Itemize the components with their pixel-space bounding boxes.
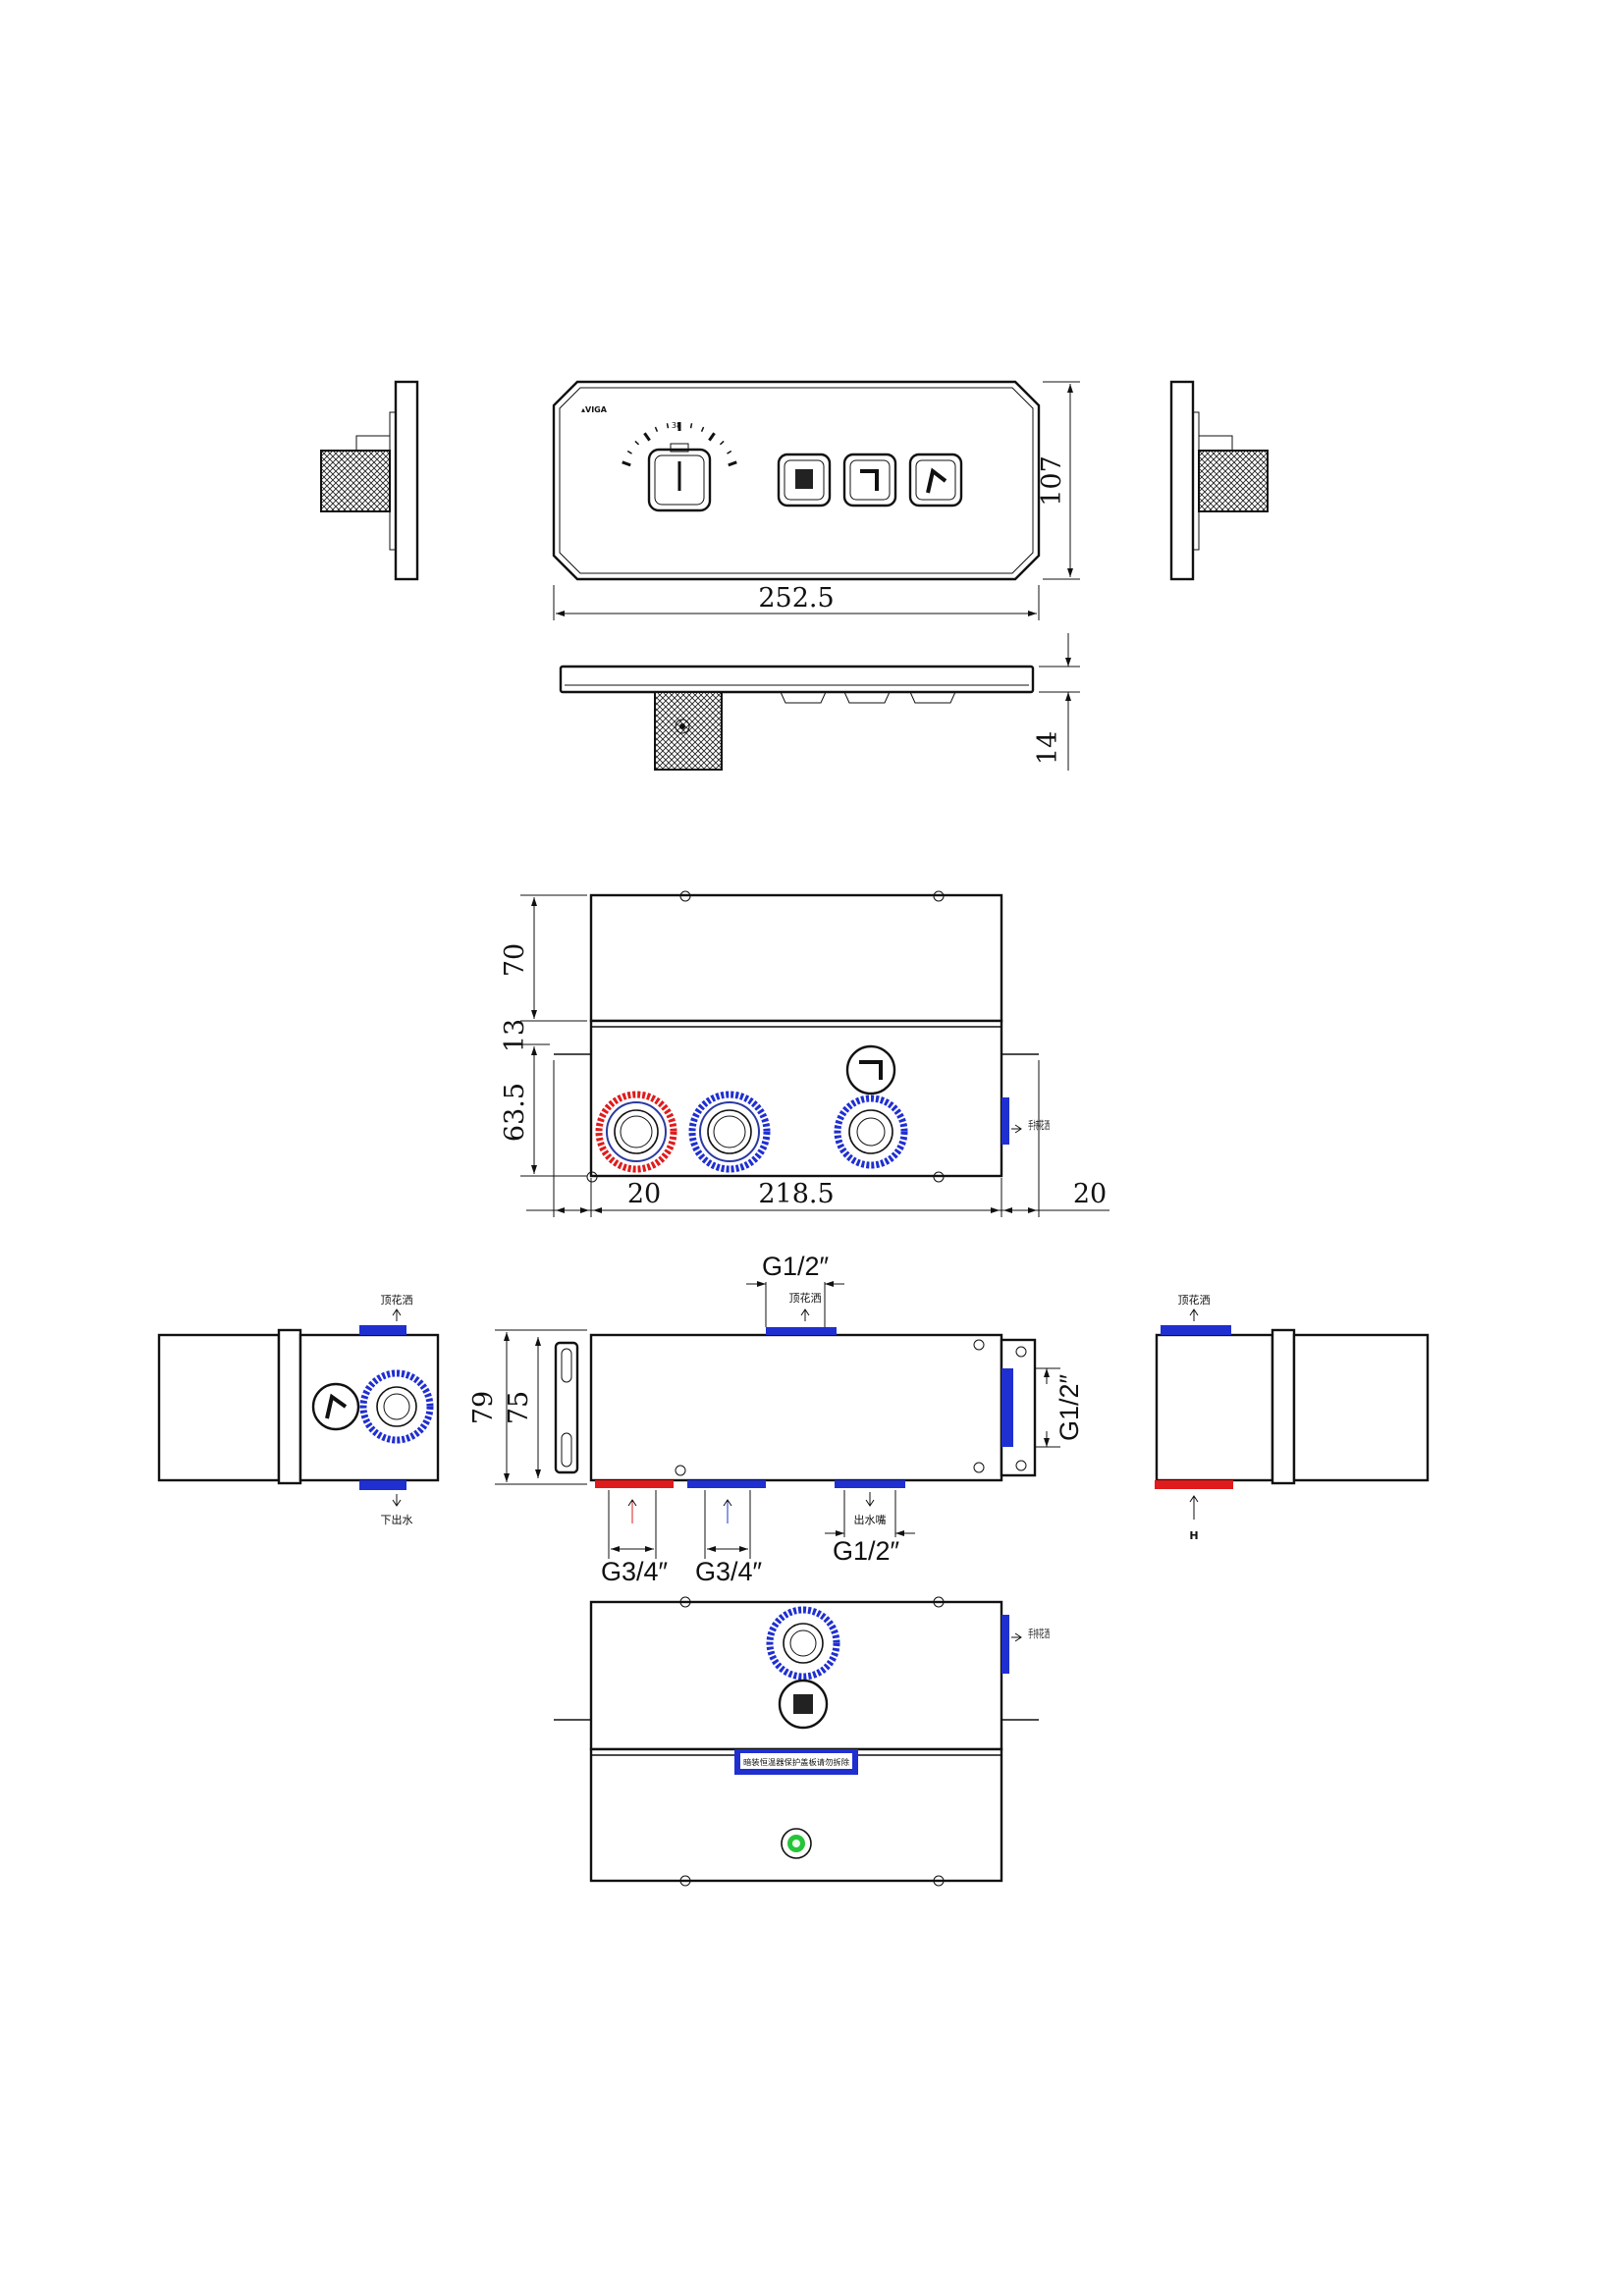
svg-text:▴VIGA: ▴VIGA [581,405,608,414]
dial-tick [719,440,725,446]
label-spout: 出水嘴 [854,1513,887,1526]
brand-logo: ▴VIGA [581,405,608,414]
dial-tick [689,423,693,429]
label-top-shower-right: 顶花洒 [1178,1294,1211,1307]
button-spout[interactable] [842,453,897,507]
button-overhead-shower[interactable] [777,453,832,507]
dial-value: 38 [672,421,681,430]
box-front-view: 手持花洒 70 13 63.5 20 218.5 20 [500,890,1109,1217]
hot-inlet-port [595,1091,677,1173]
label-lower-outlet: 下出水 [381,1513,413,1526]
dim-depth-inner: 75 [504,1391,534,1424]
dim-box-height-flange: 13 [500,1019,530,1052]
thread-top-outlet: G1/2″ [762,1252,830,1281]
dial-tick [643,432,651,442]
dim-panel-height: 107 [1037,455,1067,507]
thread-side-outlet: G1/2″ [1055,1374,1084,1442]
dial-tick [700,426,705,432]
dial-tick [666,423,670,429]
label-top-shower-left: 顶花洒 [381,1294,413,1307]
temperature-dial: 38 [622,421,737,512]
panel-side-view-right [1169,380,1269,581]
label-top-shower-center: 顶花洒 [789,1292,822,1305]
dial-tick [634,440,640,446]
dial-tick [622,460,631,467]
spout-symbol [845,1044,896,1095]
button-hand-shower[interactable] [908,453,963,507]
dim-depth-outer: 79 [468,1391,499,1424]
dim-box-height-bottom: 63.5 [500,1083,530,1142]
spout-outlet-port [834,1095,908,1169]
panel-profile-view: 14 [559,633,1080,771]
box-right-side-view: 顶花洒 H [1155,1294,1430,1542]
thread-hot-inlet: G3/4″ [601,1557,669,1586]
dial-tick [728,460,737,467]
box-rear-view: 手持花洒 暗装恒温器保护盖板请勿拆除 [554,1596,1050,1887]
dim-box-width: 218.5 [758,1179,834,1209]
dial-tick [654,426,659,432]
dim-flange-right: 20 [1073,1179,1107,1209]
dial-tick [626,450,632,454]
label-hand-shower-rear: 手持花洒 [1028,1627,1050,1640]
box-top-view: G1/2″ 顶花洒 G1/2″ G3/4″ G3/4″ 出水嘴 G1/2″ 79… [468,1252,1084,1586]
dim-panel-depth: 14 [1033,731,1063,765]
box-left-side-view: 顶花洒 下出水 [157,1294,440,1526]
dial-tick [708,432,716,442]
front-panel-view: ▴VIGA 38 252.5 [552,380,1080,620]
panel-side-view-left [320,380,419,581]
dial-tick [727,450,732,454]
thread-bottom-outlet: G1/2″ [833,1536,900,1566]
dim-box-height-top: 70 [500,943,530,977]
dim-panel-width: 252.5 [758,583,834,614]
thread-cold-inlet: G3/4″ [695,1557,763,1586]
cold-inlet-port [688,1091,771,1173]
label-protection-plate: 暗装恒温器保护盖板请勿拆除 [743,1757,849,1767]
dim-flange-left: 20 [627,1179,661,1209]
label-hot-mark: H [1189,1529,1198,1542]
